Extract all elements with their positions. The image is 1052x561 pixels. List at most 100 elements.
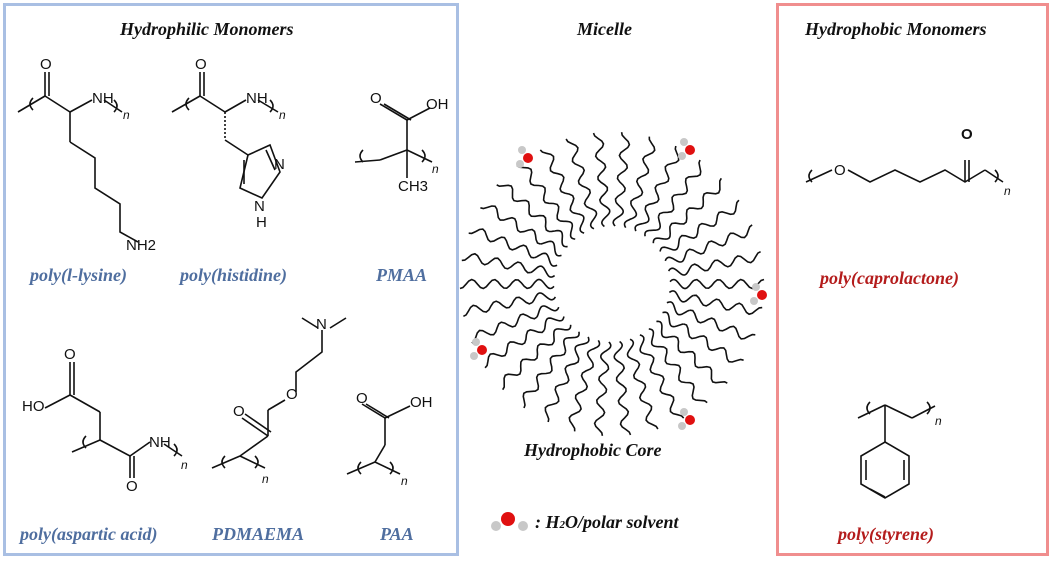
name-paa: PAA (380, 524, 414, 544)
micelle-chain (662, 311, 684, 328)
micelle-chain (529, 278, 555, 290)
micelle-chain (683, 323, 744, 363)
pmaa-n-label: n (432, 162, 439, 176)
pdmaema-n-label: N (316, 316, 327, 333)
name-pmaa: PMAA (376, 265, 428, 285)
aspartic-nh-label: NH (149, 434, 171, 451)
micelle-chain (668, 290, 694, 303)
micelle-chain (484, 329, 545, 369)
micelle-chain (471, 313, 538, 344)
micelle-chain (686, 224, 753, 255)
micelle-chain (531, 292, 557, 304)
micelle-chain (468, 228, 535, 259)
name-poly-aspartic-acid: poly(aspartic acid) (20, 524, 158, 544)
micelle-chain (644, 216, 662, 237)
micelle-chain (548, 229, 568, 248)
water-molecule (516, 146, 533, 168)
micelle-chain (667, 264, 693, 276)
histidine-n-ring-label: N (274, 156, 285, 173)
lysine-nh-label: NH (92, 90, 114, 107)
paa-n-label: n (401, 474, 408, 488)
micelle-chain (679, 199, 740, 239)
water-molecule (750, 283, 767, 305)
hydrophilic-monomers-panel (3, 3, 459, 556)
name-poly-l-lysine: poly(l-lysine) (30, 265, 127, 285)
micelle-chain (480, 205, 541, 245)
water-molecule (678, 138, 695, 160)
paa-o-label: O (356, 390, 368, 407)
micelle-chain (565, 138, 592, 207)
poly-aspartic-acid-structure (44, 362, 183, 478)
paa-oh-label: OH (410, 394, 433, 411)
micelle-chain (533, 252, 558, 267)
micelle-chain (502, 341, 555, 391)
lysine-nh2-label: NH2 (126, 237, 157, 254)
micelle-chain (496, 184, 550, 233)
caprolactone-o-label: O (834, 162, 846, 179)
poly-histidine-structure (171, 72, 281, 200)
poly-l-lysine-structure (17, 72, 139, 243)
histidine-nh-label: NH (246, 90, 268, 107)
micelle-chain (463, 296, 533, 318)
micelle-chain (571, 211, 585, 234)
micelle-chain (623, 203, 638, 229)
pdmaema-structure (211, 317, 347, 469)
pmaa-oh-label: OH (426, 96, 449, 113)
pdmaema-o2-label: O (286, 386, 298, 403)
poly-caprolactone-structure (805, 160, 1004, 183)
micelle-chain (552, 324, 572, 343)
micelle-chain (666, 301, 691, 316)
name-poly-styrene: poly(styrene) (838, 524, 934, 544)
micelle-chain (613, 340, 624, 366)
micelle-chain (614, 132, 631, 203)
pmaa-o-label: O (370, 90, 382, 107)
micelle-chain (674, 335, 728, 384)
micelle-chain (516, 164, 561, 222)
legend-text: : H2O/polar solvent (535, 512, 679, 532)
pmaa-ch3-label: CH3 (398, 178, 429, 195)
water-molecule (678, 408, 695, 430)
micelle-chain (592, 132, 609, 203)
micelle-chain (639, 334, 653, 357)
histidine-o-label: O (195, 56, 207, 73)
micelle-chain (659, 237, 681, 252)
micelle-chain (574, 336, 590, 360)
aspartic-ho-label: HO (22, 398, 45, 415)
micelle-chain (540, 240, 562, 257)
micelle-chain (461, 252, 531, 274)
aspartic-o2-label: O (126, 478, 138, 495)
micelle-chain (657, 159, 702, 217)
name-pdmaema: PDMAEMA (212, 524, 305, 544)
micelle-chain (689, 309, 756, 340)
micelle-chain (562, 331, 580, 352)
hydrophobic-core-label: Hydrophobic Core (524, 440, 662, 460)
micelle-chain (663, 346, 708, 404)
micelle-chain (691, 250, 761, 272)
micelle-chain (644, 145, 680, 210)
micelle-chain (615, 365, 632, 436)
hydrophobic-title: Hydrophobic Monomers (805, 19, 987, 39)
histidine-n-ring-label-2: N (254, 198, 265, 215)
poly-styrene-structure (857, 401, 936, 499)
micelle-chain (669, 177, 722, 227)
micelle-chain (599, 341, 612, 367)
caprolactone-o2-label: O (961, 126, 973, 143)
micelle-title: Micelle (577, 19, 632, 39)
lysine-n-label: n (123, 108, 130, 122)
micelle-chain (612, 201, 625, 227)
micelle-chain (632, 361, 659, 430)
micelle-chain (630, 136, 656, 205)
micelle-chain (626, 338, 639, 363)
micelle-chain (669, 278, 695, 290)
water-molecule (470, 338, 487, 360)
micelle-chain (530, 265, 556, 278)
micelle-chain (649, 355, 685, 419)
micelle-chain (593, 365, 610, 436)
hydrophilic-title: Hydrophilic Monomers (120, 19, 294, 39)
pdmaema-o-label: O (233, 403, 245, 420)
hydrophobic-monomers-panel (776, 3, 1049, 556)
caprolactone-n-label: n (1004, 184, 1011, 198)
